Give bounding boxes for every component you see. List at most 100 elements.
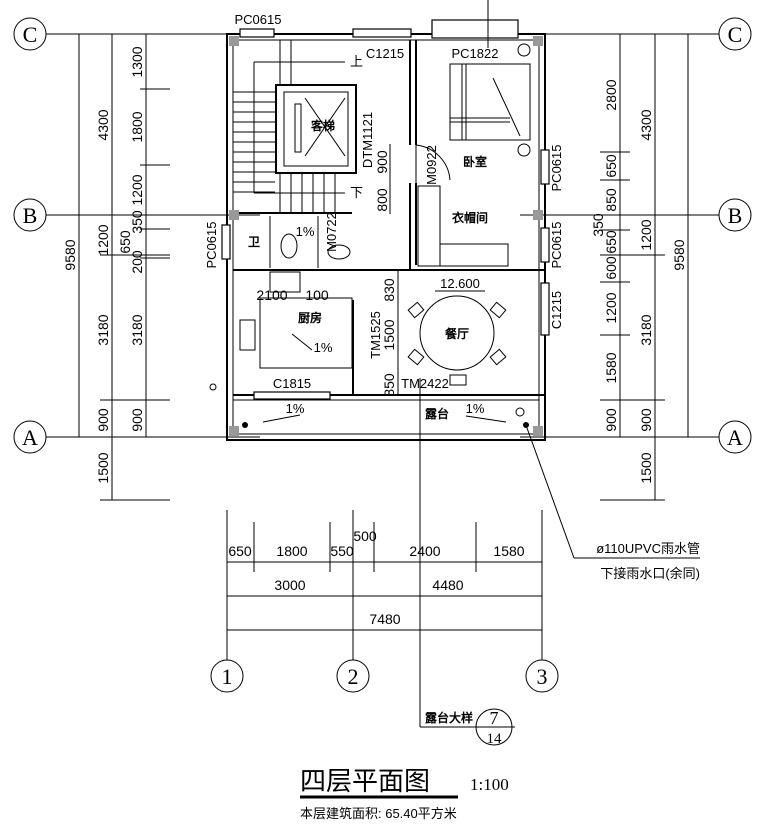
axis-bubble-3: 3 xyxy=(525,659,559,693)
svg-text:850: 850 xyxy=(603,188,619,212)
bathroom: 卫 1% M0722 xyxy=(248,212,351,268)
svg-text:650: 650 xyxy=(603,154,619,178)
svg-text:2400: 2400 xyxy=(409,543,440,559)
svg-text:550: 550 xyxy=(330,543,354,559)
svg-text:14: 14 xyxy=(487,731,503,747)
svg-text:9580: 9580 xyxy=(62,239,78,270)
svg-text:1300: 1300 xyxy=(129,46,145,77)
room-label-bedroom: 卧室 xyxy=(463,154,487,169)
svg-text:900: 900 xyxy=(638,408,654,432)
svg-text:2800: 2800 xyxy=(603,79,619,110)
svg-text:100: 100 xyxy=(305,287,329,303)
svg-text:3: 3 xyxy=(537,664,548,689)
svg-text:4300: 4300 xyxy=(638,109,654,140)
svg-text:900: 900 xyxy=(95,408,111,432)
axis-bubble-2: 2 xyxy=(336,659,370,693)
svg-text:1%: 1% xyxy=(466,401,485,416)
svg-text:1500: 1500 xyxy=(638,452,654,483)
svg-text:1%: 1% xyxy=(314,340,333,355)
svg-text:350: 350 xyxy=(129,210,145,234)
dining-room: 餐厅 12.600 830 1500 850 TM1525 TM2422 xyxy=(368,270,507,397)
svg-text:7: 7 xyxy=(490,708,499,728)
svg-text:C: C xyxy=(23,22,38,47)
svg-text:830: 830 xyxy=(381,278,397,302)
svg-text:4300: 4300 xyxy=(95,109,111,140)
svg-text:A: A xyxy=(22,425,38,450)
window-label: PC0615 xyxy=(235,12,282,27)
stair-and-elevator: 上 下 客梯 DTM1121 xyxy=(233,40,375,212)
elevation-mark: 12.600 xyxy=(440,276,480,291)
svg-text:1500: 1500 xyxy=(95,452,111,483)
window-label: C1215 xyxy=(366,46,404,61)
svg-text:650: 650 xyxy=(228,543,252,559)
window-label: PC0615 xyxy=(204,222,219,269)
room-label-bath: 卫 xyxy=(248,235,260,249)
room-label-kitchen: 厨房 xyxy=(298,310,322,325)
svg-text:1200: 1200 xyxy=(95,224,111,255)
door-label: M0922 xyxy=(424,145,439,185)
pipe-note-line2: 下接雨水口(余同) xyxy=(600,566,700,581)
pipe-note-line1: ø110UPVC雨水管 xyxy=(596,541,700,556)
svg-text:C: C xyxy=(728,22,743,47)
svg-text:200: 200 xyxy=(129,250,145,274)
stair-down-label: 下 xyxy=(350,185,363,200)
terrace: 露台 1% 1% xyxy=(242,401,529,428)
kitchen: 2100 100 厨房 1% xyxy=(209,271,353,391)
svg-text:800: 800 xyxy=(374,188,390,212)
stair-up-label: 上 xyxy=(350,54,363,69)
window-label: C1815 xyxy=(273,376,311,391)
room-label-closet: 衣帽间 xyxy=(452,210,488,225)
door-label: TM2422 xyxy=(401,376,449,391)
svg-text:1%: 1% xyxy=(286,401,305,416)
svg-text:1580: 1580 xyxy=(493,543,524,559)
floor-area: 本层建筑面积: 65.40平方米 xyxy=(300,806,457,821)
detail-ref-label: 露台大样 xyxy=(425,710,473,725)
svg-text:3000: 3000 xyxy=(274,577,305,593)
svg-text:9580: 9580 xyxy=(671,239,687,270)
annotations: ø110UPVC雨水管 下接雨水口(余同) 露台大样 7 14 xyxy=(419,0,700,747)
svg-text:B: B xyxy=(728,203,743,228)
svg-text:850: 850 xyxy=(381,373,397,397)
svg-text:1200: 1200 xyxy=(129,174,145,205)
axis-bubble-a-right: A xyxy=(718,420,752,454)
axis-bubble-c-left: C xyxy=(13,17,47,51)
svg-text:650: 650 xyxy=(603,230,619,254)
svg-text:900: 900 xyxy=(603,408,619,432)
axis-bubble-b-left: B xyxy=(13,198,47,232)
window-label: PC0615 xyxy=(549,222,564,269)
svg-text:2: 2 xyxy=(348,664,359,689)
room-label-dining: 餐厅 xyxy=(445,326,469,341)
svg-text:3180: 3180 xyxy=(638,314,654,345)
left-dimensions: 9580 4300 1200 3180 900 1500 1300 1800 1… xyxy=(62,34,170,501)
bedroom: 卧室 M0922 衣帽间 900 800 xyxy=(374,43,531,267)
right-dimensions: 2800 650 850 350 650 600 1200 1580 900 4… xyxy=(590,34,689,501)
window-label: C1215 xyxy=(549,291,564,329)
svg-text:1800: 1800 xyxy=(276,543,307,559)
svg-text:A: A xyxy=(727,425,743,450)
bottom-dimensions: 650 1800 550 500 2400 1580 3000 4480 748… xyxy=(227,522,542,631)
svg-text:650: 650 xyxy=(117,230,133,254)
door-label: TM1525 xyxy=(368,311,383,359)
svg-text:1%: 1% xyxy=(296,224,315,239)
detail-ref-bubble[interactable]: 7 14 xyxy=(475,708,513,747)
windows: PC0615 C1215 PC1822 PC0615 PC0615 PC0615… xyxy=(204,12,564,400)
svg-text:500: 500 xyxy=(353,528,377,544)
title-scale: 1:100 xyxy=(470,775,509,794)
title-name: 四层平面图 xyxy=(300,767,430,797)
svg-text:1200: 1200 xyxy=(638,219,654,250)
stair-treads xyxy=(233,40,345,212)
axis-bubble-b-right: B xyxy=(718,198,752,232)
svg-text:3180: 3180 xyxy=(95,314,111,345)
svg-text:1800: 1800 xyxy=(129,111,145,142)
svg-text:600: 600 xyxy=(603,256,619,280)
axis-bubble-1: 1 xyxy=(210,659,244,693)
door-label: M0722 xyxy=(324,212,339,252)
svg-text:1: 1 xyxy=(222,664,233,689)
door-label: DTM1121 xyxy=(360,112,375,168)
svg-text:1580: 1580 xyxy=(603,352,619,383)
svg-text:900: 900 xyxy=(374,150,390,174)
room-label-elevator: 客梯 xyxy=(310,118,335,133)
svg-text:2100: 2100 xyxy=(256,287,287,303)
